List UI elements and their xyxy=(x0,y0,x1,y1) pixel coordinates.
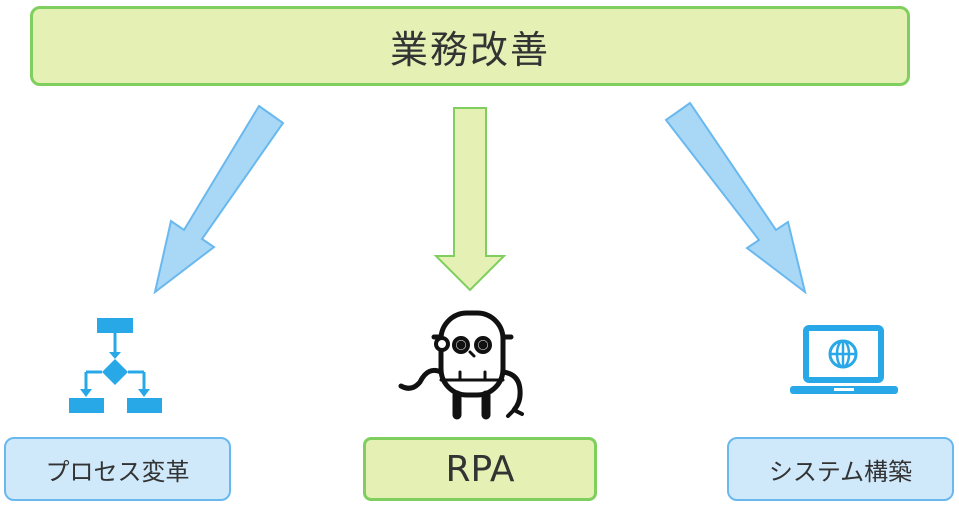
arrow-left xyxy=(153,104,285,295)
top-box-label: 業務改善 xyxy=(389,27,550,72)
robot-icon xyxy=(398,310,524,420)
top-box-business-improvement: 業務改善 xyxy=(30,6,910,86)
arrow-right xyxy=(664,101,807,295)
laptop-globe-icon xyxy=(790,325,898,394)
flowchart-icon xyxy=(69,318,162,413)
box-process-transformation: プロセス変革 xyxy=(4,437,231,501)
box-process-transformation-label: プロセス変革 xyxy=(45,457,190,486)
box-rpa: RPA xyxy=(363,437,597,501)
box-system-construction-label: システム構築 xyxy=(768,457,913,486)
arrow-center xyxy=(433,107,507,292)
box-system-construction: システム構築 xyxy=(727,437,954,501)
box-rpa-label: RPA xyxy=(445,448,515,490)
